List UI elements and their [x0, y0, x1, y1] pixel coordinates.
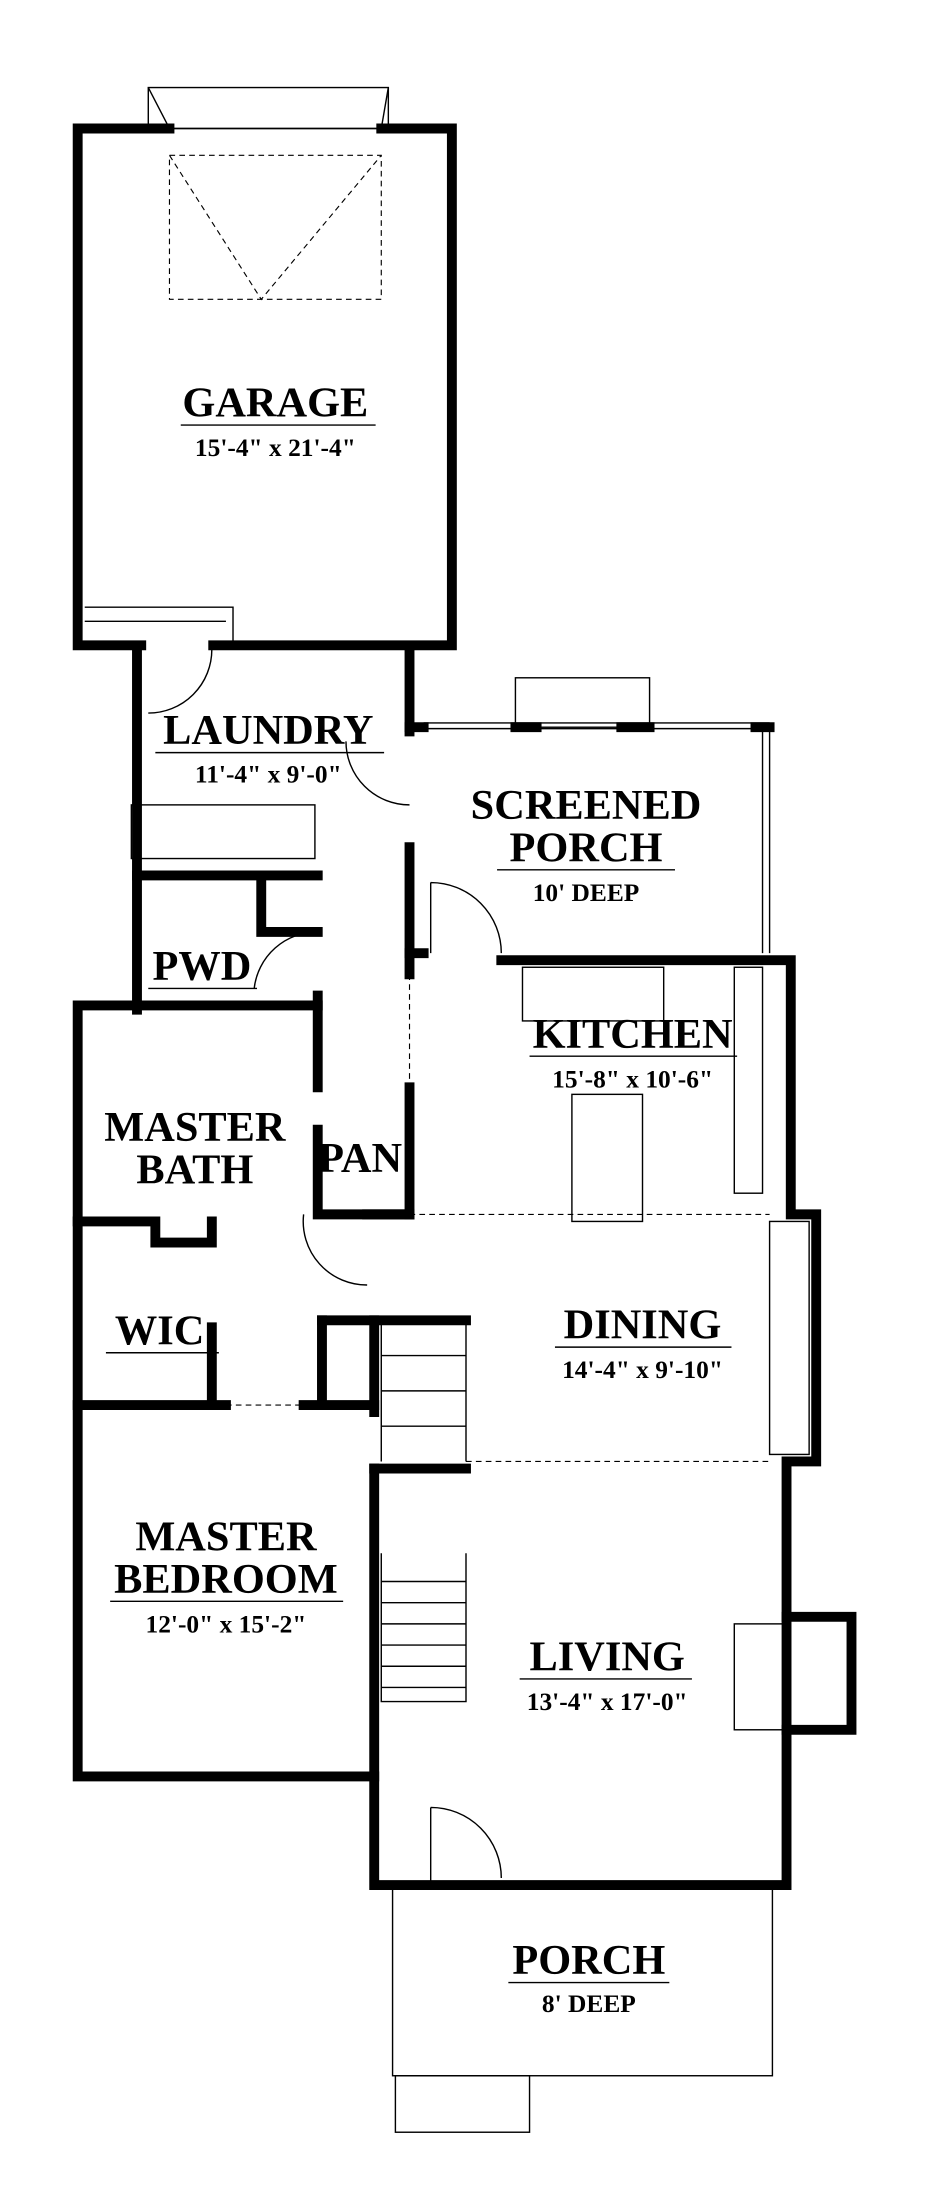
pwd-label: PWD — [153, 943, 252, 990]
dining-dims: 14'-4" x 9'-10" — [562, 1356, 723, 1384]
master-bedroom-label-2: BEDROOM — [114, 1556, 338, 1603]
room-labels: GARAGE 15'-4" x 21'-4" LAUNDRY 11'-4" x … — [104, 380, 738, 2018]
porch-label: PORCH — [512, 1937, 665, 1984]
pantry-label: PAN — [318, 1135, 402, 1182]
master-bath-label-2: BATH — [136, 1146, 253, 1193]
laundry-label: LAUNDRY — [163, 707, 373, 754]
dining-label: DINING — [564, 1302, 722, 1349]
kitchen-dims: 15'-8" x 10'-6" — [552, 1065, 713, 1093]
garage-label: GARAGE — [182, 380, 368, 427]
screened-porch-label-1: SCREENED — [471, 782, 702, 829]
screened-porch-label-2: PORCH — [510, 824, 663, 871]
garage-dims: 15'-4" x 21'-4" — [195, 434, 356, 462]
master-bedroom-label-1: MASTER — [135, 1513, 317, 1560]
porch-dims: 8' DEEP — [542, 1990, 636, 2018]
screened-porch-dims: 10' DEEP — [533, 879, 640, 907]
master-bedroom-dims: 12'-0" x 15'-2" — [146, 1610, 307, 1638]
kitchen-label: KITCHEN — [533, 1011, 733, 1058]
living-dims: 13'-4" x 17'-0" — [527, 1688, 688, 1716]
stairs — [380, 1320, 467, 1703]
laundry-dims: 11'-4" x 9'-0" — [195, 760, 342, 788]
wic-label: WIC — [115, 1307, 204, 1354]
living-label: LIVING — [530, 1633, 685, 1680]
master-bath-label-1: MASTER — [104, 1104, 286, 1151]
thin-lines — [84, 86, 810, 2133]
